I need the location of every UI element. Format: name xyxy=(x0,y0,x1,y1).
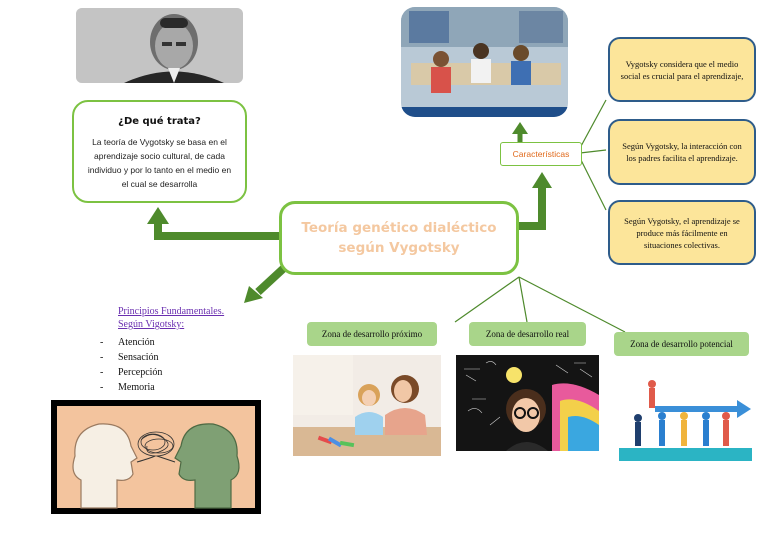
characteristic-text-2: Según Vygotsky, la interacción con los p… xyxy=(622,141,742,163)
arrow-head-classroom xyxy=(512,122,528,134)
what-box: ¿De qué trata? La teoría de Vygotsky se … xyxy=(72,100,247,203)
principles-heading-line2: Según Vigotsky: xyxy=(118,319,185,330)
principles-heading-line1: Principios Fundamentales. xyxy=(118,306,225,317)
list-item: -Sensación xyxy=(100,352,159,363)
line-to-char-3 xyxy=(579,157,607,211)
arrow-head-characteristics xyxy=(532,172,552,188)
arrow-head-principles xyxy=(244,286,263,303)
list-item: -Percepción xyxy=(100,367,163,378)
portrait-photo xyxy=(76,8,243,83)
principles-list: -Atención -Sensación -Percepción -Memori… xyxy=(100,335,224,395)
characteristic-box-3: Según Vygotsky, el aprendizaje se produc… xyxy=(608,200,756,265)
zone-label-proximal: Zona de desarrollo próximo xyxy=(307,322,437,346)
teamwork-illustration xyxy=(619,362,752,461)
list-item: -Memoria xyxy=(100,382,155,393)
what-box-text: La teoría de Vygotsky se basa en el apre… xyxy=(87,137,232,189)
classroom-photo xyxy=(401,7,568,117)
arrow-to-what-box xyxy=(154,222,279,240)
line-to-zone-2 xyxy=(518,276,528,323)
arrow-head-what xyxy=(147,207,169,224)
central-topic-line1: Teoría genético dialéctico xyxy=(301,220,497,236)
mother-child-photo xyxy=(293,355,441,456)
arrow-to-characteristics xyxy=(519,186,546,230)
central-topic: Teoría genético dialéctico según Vygotsk… xyxy=(279,201,519,275)
line-to-zone-1 xyxy=(454,276,520,323)
arrow-to-principles xyxy=(255,265,287,295)
characteristic-text-3: Según Vygotsky, el aprendizaje se produc… xyxy=(624,215,740,250)
line-to-char-1 xyxy=(579,99,607,149)
characteristic-box-1: Vygotsky considera que el medio social e… xyxy=(608,37,756,102)
characteristic-box-2: Según Vygotsky, la interacción con los p… xyxy=(608,119,756,185)
zone-label-real: Zona de desarrollo real xyxy=(469,322,586,346)
thinking-girl-photo xyxy=(456,355,599,451)
zone-label-potential: Zona de desarrollo potencial xyxy=(614,332,749,356)
central-topic-line2: según Vygotsky xyxy=(338,240,460,256)
what-box-title: ¿De qué trata? xyxy=(118,116,201,127)
line-to-char-2 xyxy=(579,149,607,154)
principles-section: Principios Fundamentales. Según Vigotsky… xyxy=(100,305,224,395)
talking-heads-illustration xyxy=(51,400,261,514)
characteristic-text-1: Vygotsky considera que el medio social e… xyxy=(620,58,744,81)
list-item: -Atención xyxy=(100,337,155,348)
characteristics-label: Características xyxy=(500,142,582,166)
